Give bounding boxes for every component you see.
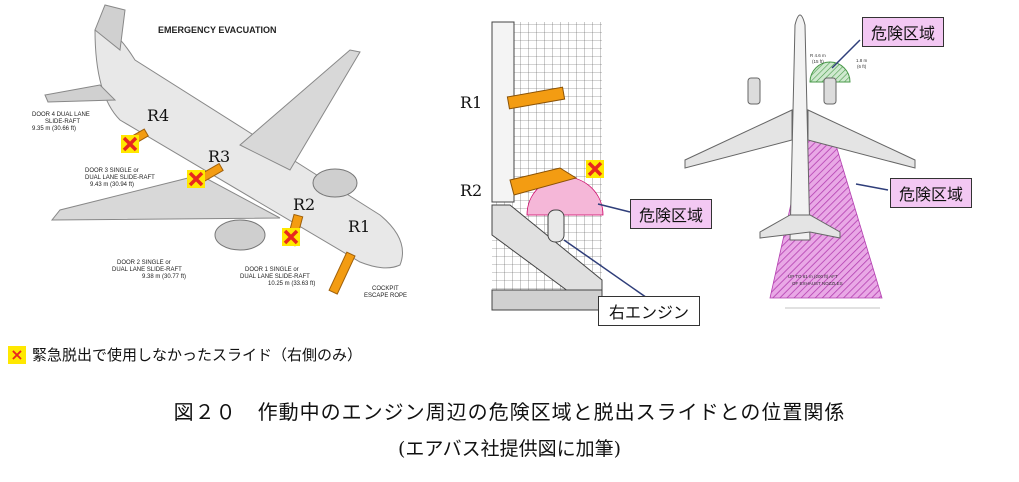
slide-r1 <box>506 86 566 110</box>
note-radius: R 4.6 m <box>810 53 826 58</box>
note-door2: DOOR 2 SINGLE or DUAL LANE SLIDE-RAFT 9.… <box>112 260 186 280</box>
note-exhaust-2: OF EXHAUST NOZZLES <box>792 281 843 286</box>
note-radius-ft: (15 ft) <box>812 59 824 64</box>
door-label-r1: R1 <box>460 93 482 112</box>
door-label-r2: R2 <box>460 181 482 200</box>
svg-text:DUAL LANE SLIDE-RAFT: DUAL LANE SLIDE-RAFT <box>112 267 182 273</box>
svg-text:DUAL LANE SLIDE-RAFT: DUAL LANE SLIDE-RAFT <box>85 175 155 181</box>
svg-text:DOOR 4 DUAL LANE: DOOR 4 DUAL LANE <box>32 112 90 118</box>
aircraft-side-view: EMERGENCY EVACUATION R4 R3 R2 R1 DOOR 4 … <box>32 4 407 299</box>
svg-text:DOOR 3 SINGLE or: DOOR 3 SINGLE or <box>85 168 139 174</box>
left-engine-top <box>747 77 761 105</box>
left-engine <box>312 168 358 198</box>
door-label-r1: R1 <box>348 217 370 236</box>
left-wing <box>239 49 361 171</box>
evacuation-title: EMERGENCY EVACUATION <box>158 25 277 35</box>
svg-text:9.43 m (30.94 ft): 9.43 m (30.94 ft) <box>90 182 134 188</box>
svg-text:COCKPIT: COCKPIT <box>372 286 399 292</box>
x-mark-icon: × <box>8 345 26 364</box>
door-closeup-diagram: R1 R2 危険区域 右エンジン <box>440 0 740 330</box>
danger-zone-callout-intake: 危険区域 <box>862 17 945 47</box>
leader-line-danger <box>597 203 631 213</box>
x-mark-r3 <box>187 170 205 188</box>
right-wing <box>50 174 281 221</box>
note-distance-ft: (6 ft) <box>857 64 867 69</box>
note-door4: DOOR 4 DUAL LANE SLIDE-RAFT 9.35 m (30.6… <box>32 112 90 132</box>
legend-text: 緊急脱出で使用しなかったスライド（右側のみ） <box>32 346 363 364</box>
svg-text:SLIDE-RAFT: SLIDE-RAFT <box>45 119 80 125</box>
fuselage-side <box>491 21 515 203</box>
svg-text:DOOR 2 SINGLE or: DOOR 2 SINGLE or <box>117 260 171 266</box>
right-engine-callout: 右エンジン <box>598 296 701 326</box>
evacuation-diagram: EMERGENCY EVACUATION R4 R3 R2 R1 DOOR 4 … <box>0 0 440 330</box>
note-door3: DOOR 3 SINGLE or DUAL LANE SLIDE-RAFT 9.… <box>85 168 155 188</box>
svg-text:ESCAPE ROPE: ESCAPE ROPE <box>364 293 407 299</box>
figure-caption: 図２０ 作動中のエンジン周辺の危険区域と脱出スライドとの位置関係 <box>173 400 846 424</box>
leader-line-intake <box>831 39 861 69</box>
note-distance: 1.8 m <box>856 58 868 63</box>
right-engine-top <box>823 77 837 105</box>
tail-top <box>759 214 841 239</box>
leader-line-engine <box>563 239 651 301</box>
right-engine-intake <box>547 209 565 243</box>
svg-text:9.35 m (30.66 ft): 9.35 m (30.66 ft) <box>32 126 76 132</box>
door-label-r2: R2 <box>293 195 315 214</box>
slide-r2 <box>509 167 578 196</box>
closeup-grid: R1 R2 <box>460 21 651 311</box>
x-mark-r4 <box>121 135 139 153</box>
x-mark-r2 <box>282 228 300 246</box>
slide-r1 <box>328 251 356 295</box>
note-door1: DOOR 1 SINGLE or DUAL LANE SLIDE-RAFT 10… <box>240 267 315 287</box>
wing-root <box>491 289 603 311</box>
top-view-diagram: R 4.6 m (15 ft) 1.8 m (6 ft) UP TO 61 m … <box>660 0 1019 330</box>
danger-zone-callout-exhaust: 危険区域 <box>890 178 973 208</box>
intake-danger-zone <box>809 61 851 83</box>
svg-text:10.25 m (33.63 ft): 10.25 m (33.63 ft) <box>268 281 315 287</box>
door-label-r4: R4 <box>147 106 169 125</box>
right-engine <box>214 219 266 251</box>
figure-subcaption: (エアバス社提供図に加筆) <box>397 438 622 460</box>
aircraft-top-view: R 4.6 m (15 ft) 1.8 m (6 ft) UP TO 61 m … <box>684 14 916 309</box>
door-label-r3: R3 <box>208 147 230 166</box>
legend: × 緊急脱出で使用しなかったスライド（右側のみ） <box>8 344 362 365</box>
note-cockpit: COCKPIT ESCAPE ROPE <box>364 286 407 299</box>
tail-fin <box>94 4 126 51</box>
leader-line-exhaust <box>855 183 889 191</box>
fuselage-top <box>789 14 811 241</box>
note-exhaust: UP TO 61 m (200 ft) AFT <box>788 274 838 279</box>
stabilizer <box>44 84 117 103</box>
svg-text:DUAL LANE SLIDE-RAFT: DUAL LANE SLIDE-RAFT <box>240 274 310 280</box>
svg-text:9.38 m (30.77 ft): 9.38 m (30.77 ft) <box>142 274 186 280</box>
x-mark-r2 <box>586 160 604 178</box>
danger-zone-callout-middle: 危険区域 <box>630 199 713 229</box>
right-wing-top <box>807 109 916 169</box>
svg-text:DOOR 1 SINGLE or: DOOR 1 SINGLE or <box>245 267 299 273</box>
left-wing-top <box>684 109 793 169</box>
